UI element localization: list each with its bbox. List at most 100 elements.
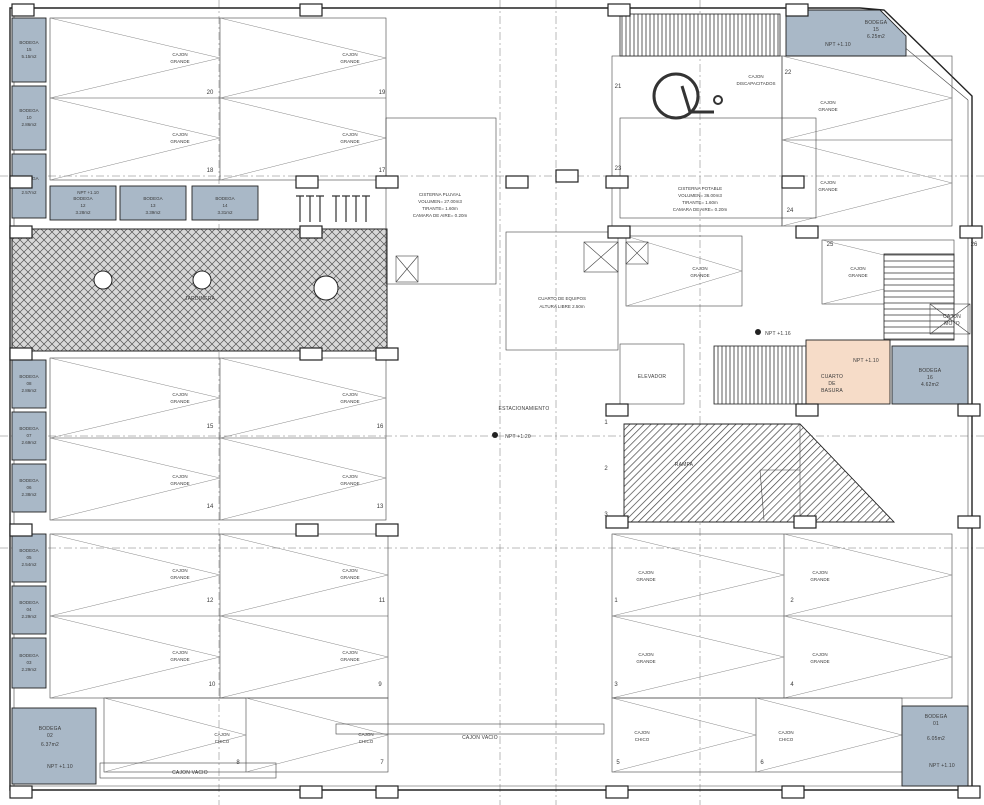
spot-number-9: 9 [378, 682, 382, 688]
cajon-grande-9-l1: CAJON [342, 568, 357, 573]
cisterna-pluvial-text: CISTERNA PLUVIAL VOLUMEN= 27.00m3 TIRANT… [413, 192, 468, 218]
cajon-grande-15: CAJON GRANDE [810, 652, 829, 664]
spot-number-1: 1 [614, 598, 618, 604]
spot-number-5: 5 [616, 760, 620, 766]
spot-number-6: 6 [760, 760, 764, 766]
cajon-grande-12-l1: CAJON [638, 570, 653, 575]
bodega-15r-num: 15 [873, 27, 879, 33]
cisterna-potable-l1: CISTERNA POTABLE [678, 186, 722, 191]
bodega-top-2-t1: 14 [222, 203, 228, 208]
column-23 [605, 515, 629, 529]
bodega-left-2-t2: 2.57m2 [21, 190, 37, 195]
cuarto-basura-l3: BASURA [821, 388, 843, 394]
cajon-labels: CAJON GRANDE CAJON GRANDE CAJON GRANDE CAJON GR… [170, 52, 867, 744]
cajon-grande-19-l2: GRANDE [848, 273, 867, 278]
spot-number-2: 2 [790, 598, 794, 604]
jardinera-label: JARDINERA [185, 296, 216, 302]
column-11 [607, 225, 631, 239]
ramp-tag-2: 2 [604, 466, 608, 472]
column-10 [299, 225, 323, 239]
spot-number-25: 25 [827, 242, 834, 248]
cajon-grande-1-l1: CAJON [342, 52, 357, 57]
cajon-grande-19-l1: CAJON [850, 266, 865, 271]
bodega-left-8-t2: 2.29m2 [21, 667, 37, 672]
bodega-left-4-t0: BODEGA [19, 426, 38, 431]
column-1 [299, 3, 323, 17]
column-19 [957, 403, 981, 417]
estacionamiento-label: ESTACIONAMIENTO [499, 406, 550, 412]
cajon-grande-15-l2: GRANDE [810, 659, 829, 664]
column-2 [607, 3, 631, 17]
bodega-left-6-t1: 05 [26, 555, 32, 560]
cajon-grande-7-l1: CAJON [342, 474, 357, 479]
cajon-grande-1: CAJON GRANDE [340, 52, 359, 64]
parking-block-top-right [611, 13, 953, 227]
bodega-top-0-t2: 3.28m2 [75, 210, 91, 215]
cajon-grande-7-l2: GRANDE [340, 481, 359, 486]
cajon-grande-4-l2: GRANDE [170, 399, 189, 404]
cajon-grande-5-l1: CAJON [342, 392, 357, 397]
spot-number-15: 15 [207, 424, 214, 430]
column-13 [959, 225, 983, 239]
cajon-chico-2-l1: CAJON [634, 730, 649, 735]
spot-number-8: 8 [236, 760, 240, 766]
cisterna-pluvial-l3: TIRANTE= 1.60m [422, 206, 458, 211]
bodega-left-4-t1: 07 [26, 433, 32, 438]
column-12 [795, 225, 819, 239]
bodega-left-5-t2: 2.38m2 [21, 492, 37, 497]
bodega-top-1-t2: 3.39m2 [145, 210, 161, 215]
column-6 [375, 175, 399, 189]
cajon-grande-6-l2: GRANDE [170, 481, 189, 486]
cajon-grande-8-l2: GRANDE [170, 575, 189, 580]
bodega-left-1-t1: 10 [26, 115, 32, 120]
cajon-grande-16-l1: CAJON [820, 100, 835, 105]
column-9 [9, 225, 33, 239]
cajon-grande-13-l2: GRANDE [810, 577, 829, 582]
spot-number-10: 10 [209, 682, 216, 688]
cajon-grande-1-l2: GRANDE [340, 59, 359, 64]
spot-number-13: 13 [377, 504, 384, 510]
bodega-02-area: 6.37m2 [41, 742, 59, 748]
cuarto-basura-l2: DE [828, 381, 836, 387]
bodega-top-0-npt: NPT +1.10 [77, 190, 99, 195]
cajon-grande-6-l1: CAJON [172, 474, 187, 479]
bodega-16-num: 16 [927, 375, 933, 381]
bodega-left-1-t2: 2.86m2 [21, 122, 37, 127]
column-3 [785, 3, 809, 17]
estacionamiento-npt: NPT +1.20 [505, 434, 531, 440]
spot-number-4: 4 [790, 682, 794, 688]
ramp-tag-3: 3 [604, 512, 608, 518]
bodega-15r-area: 6.25m2 [867, 34, 885, 40]
column-33 [555, 169, 579, 183]
cajon-grande-3-l1: CAJON [342, 132, 357, 137]
column-15 [299, 347, 323, 361]
cajon-grande-14-l1: CAJON [638, 652, 653, 657]
cajon-chico-0-l2: CHICO [215, 739, 230, 744]
rampa-label: RAMPA [675, 462, 694, 468]
cuarto-equipos-l1: CUARTO DE EQUIPOS [538, 296, 586, 301]
cajon-grande-15-l1: CAJON [812, 652, 827, 657]
bodega-left-8-t0: BODEGA [19, 653, 38, 658]
cisterna-potable-text: CISTERNA POTABLE VOLUMEN= 36.00m3 TIRANT… [673, 186, 728, 212]
core [619, 253, 971, 405]
column-18 [795, 403, 819, 417]
bodega-02: BODEGA 02 6.37m2 NPT +1.10 [11, 707, 97, 785]
spot-number-18: 18 [207, 168, 214, 174]
cuarto-basura-npt: NPT +1.10 [853, 358, 879, 364]
